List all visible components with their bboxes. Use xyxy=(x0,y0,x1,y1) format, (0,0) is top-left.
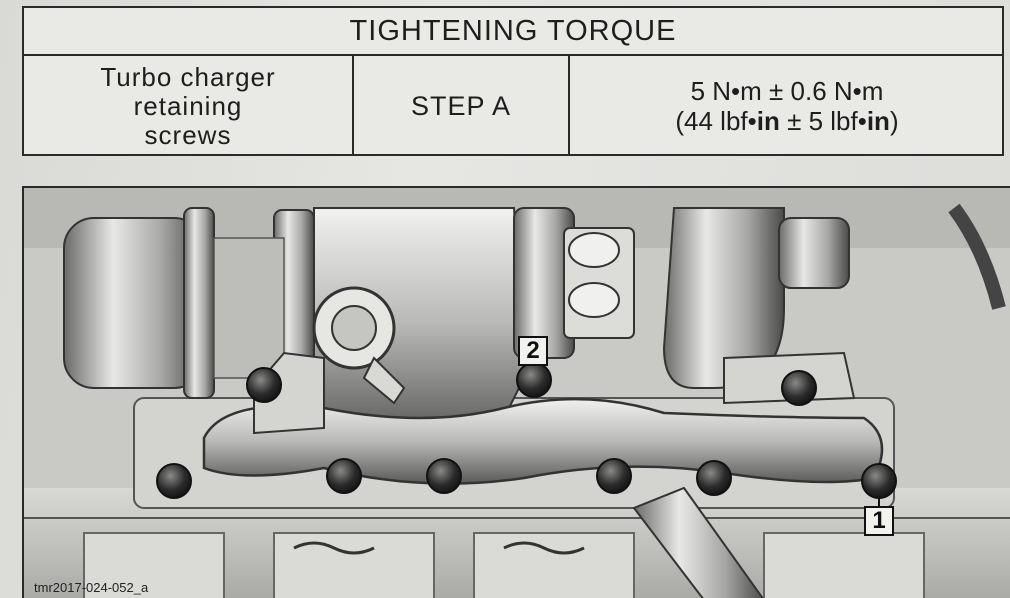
torque-value-cell: 5 N•m ± 0.6 N•m (44 lbf•in ± 5 lbf•in) xyxy=(570,56,1004,156)
torque-value-metric: 5 N•m ± 0.6 N•m xyxy=(690,76,884,106)
imperial-mid: ± 5 lbf• xyxy=(779,106,867,136)
engine-drawing xyxy=(24,188,1010,598)
turbocharger-illustration: 2 1 tmr2017-024-052_a xyxy=(22,186,1010,598)
torque-table: TIGHTENING TORQUE Turbo charger retainin… xyxy=(22,6,1004,156)
imperial-suffix: ) xyxy=(889,106,899,136)
imperial-prefix: (44 lbf• xyxy=(675,106,757,136)
imperial-unit-1: in xyxy=(756,106,780,136)
imperial-unit-2: in xyxy=(866,106,890,136)
figure-caption: tmr2017-024-052_a xyxy=(34,580,149,595)
component-line-1: Turbo charger xyxy=(100,61,276,92)
component-cell: Turbo charger retaining screws xyxy=(24,56,354,156)
table-header: TIGHTENING TORQUE xyxy=(24,8,1002,56)
step-cell: STEP A xyxy=(354,56,570,156)
torque-value-imperial: (44 lbf•in ± 5 lbf•in) xyxy=(675,106,898,136)
component-line-3: screws xyxy=(144,119,232,150)
callout-1-label: 1 xyxy=(864,506,894,536)
component-line-2: retaining xyxy=(133,90,243,121)
callout-2-label: 2 xyxy=(518,336,548,366)
